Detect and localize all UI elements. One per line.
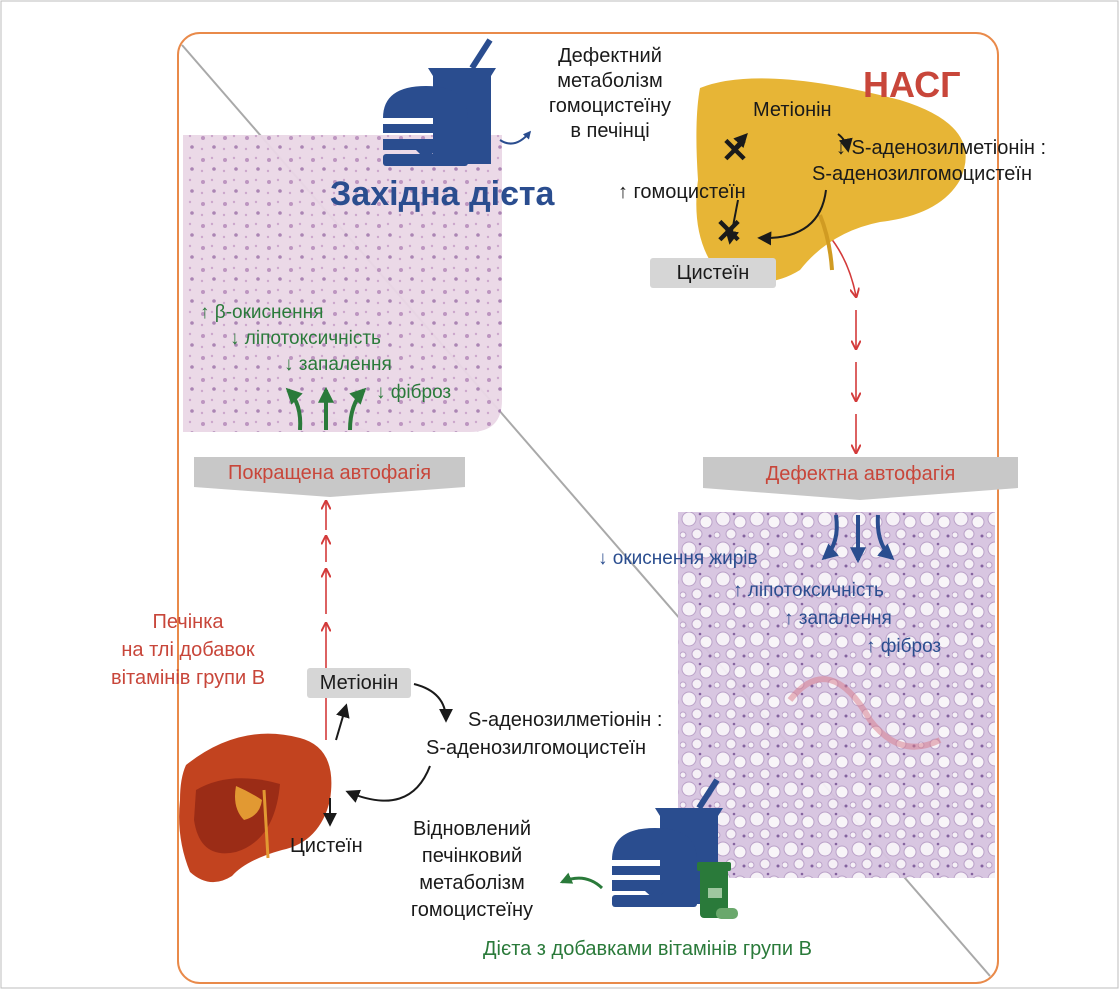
nash-cycle-arrow-4 — [725, 199, 739, 245]
defective-banner-shape — [703, 457, 1018, 500]
healthy-cycle-arrow-2 — [413, 683, 453, 723]
improved-effect-2: ↓ ліпотоксичність — [230, 328, 381, 349]
nash-sam-ratio-1: ↓ S-аденозилметіонін : — [836, 137, 1047, 159]
nash-title: НАСГ — [863, 64, 961, 105]
orange-frame — [177, 32, 999, 984]
green-arrow-left — [285, 387, 303, 431]
block-mark-1: ✕ — [721, 132, 750, 170]
western-diet-arrow — [499, 130, 532, 145]
vitamin-diet-arrow — [559, 872, 604, 890]
improved-banner-shape — [194, 457, 465, 497]
healthy-cycle-arrow-1 — [335, 703, 350, 741]
western-diet-icon — [383, 38, 496, 166]
nash-cycle-arrow-2 — [837, 133, 853, 153]
healthy-sam-ratio-1: S-аденозилметіонін : — [468, 709, 663, 731]
nash-cycle-arrow-1 — [731, 132, 748, 151]
blue-arrow-left — [821, 514, 839, 561]
improved-effect-1: ↑ β-окиснення — [200, 302, 324, 323]
healthy-cycle-arrow-3 — [345, 765, 431, 803]
fatty-tissue-vessel — [787, 676, 942, 750]
improved-effect-4: ↓ фіброз — [376, 382, 452, 403]
healthy-tissue-panel — [183, 135, 502, 432]
western-diet-effect: Дефектний метаболізм гомоцистеїну в печі… — [548, 45, 672, 142]
restored-metabolism-label: Відновлений печінковий метаболізм гомоци… — [410, 818, 534, 921]
western-diet-label: Західна дієта — [330, 175, 555, 213]
nash-cysteine-box: Цистеїн — [650, 258, 776, 288]
fatty-tissue-panel — [678, 512, 995, 878]
improved-autophagy-banner: Покращена автофагія — [227, 462, 432, 484]
defective-effect-2: ↑ ліпотоксичність — [733, 580, 884, 601]
defective-effect-4: ↑ фіброз — [866, 636, 942, 657]
nash-methionine: Метіонін — [753, 99, 832, 121]
defective-effect-3: ↑ запалення — [784, 608, 892, 629]
nash-sam-ratio-2: S-аденозилгомоцистеїн — [812, 163, 1033, 185]
vitamin-diet-label: Дієта з добавками вітамінів групи B — [483, 938, 812, 960]
improved-effect-3: ↓ запалення — [284, 354, 392, 375]
healthy-sam-ratio-2: S-аденозилгомоцистеїн — [426, 737, 647, 759]
healthy-cysteine: Цистеїн — [290, 835, 363, 857]
block-mark-2: ✕ — [715, 213, 744, 251]
defective-autophagy-banner: Дефектна автофагія — [765, 463, 956, 485]
defective-effect-1: ↓ окиснення жирів — [598, 548, 758, 569]
healthy-liver-illustration — [179, 733, 332, 883]
blue-arrow-right — [875, 514, 895, 561]
nash-homocysteine: ↑ гомоцистеїн — [618, 181, 746, 203]
healthy-methionine-box: Метіонін — [307, 668, 411, 698]
green-arrow-right — [348, 387, 367, 431]
healthy-liver-label: Печінка на тлі добавок вітамінів групи B — [110, 611, 266, 689]
vitamin-diet-icon — [612, 778, 738, 919]
nash-cycle-arrow-3 — [757, 189, 827, 246]
